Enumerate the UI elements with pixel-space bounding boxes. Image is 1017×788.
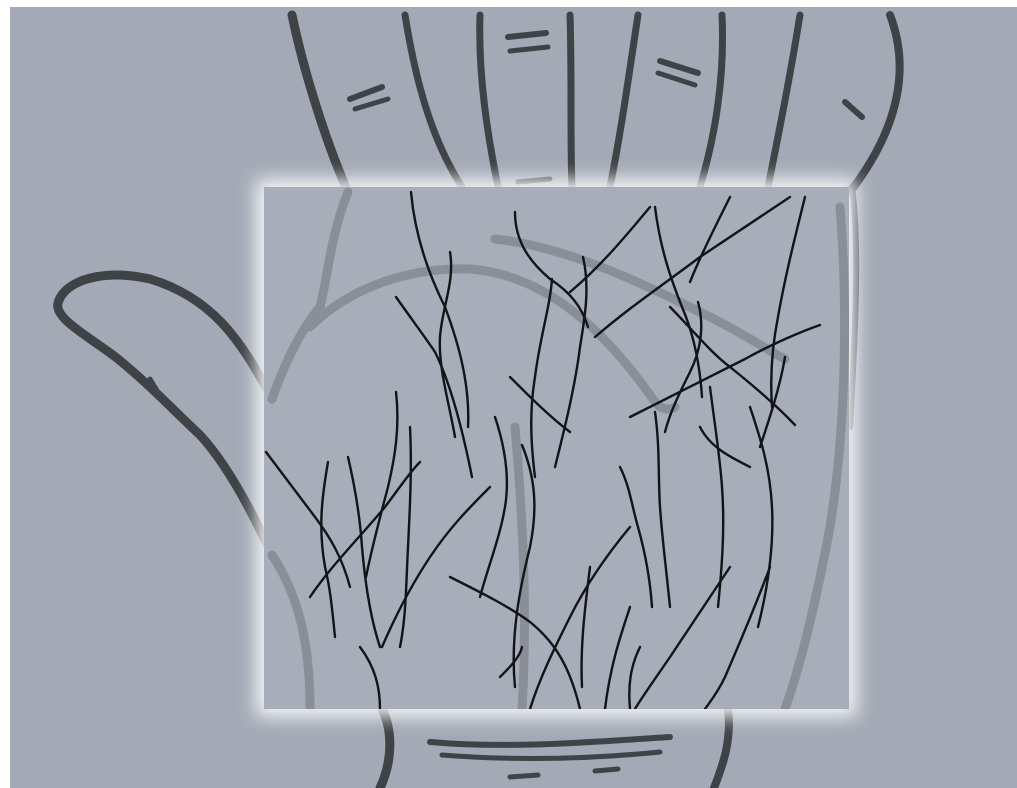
wrist-crease [595,769,618,771]
wrist-crease [510,775,538,777]
finger-crease [508,33,546,37]
palm-illustration [10,7,1017,788]
panel [264,187,849,709]
illustration-canvas [10,7,1017,788]
middle-finger-right [570,15,572,187]
